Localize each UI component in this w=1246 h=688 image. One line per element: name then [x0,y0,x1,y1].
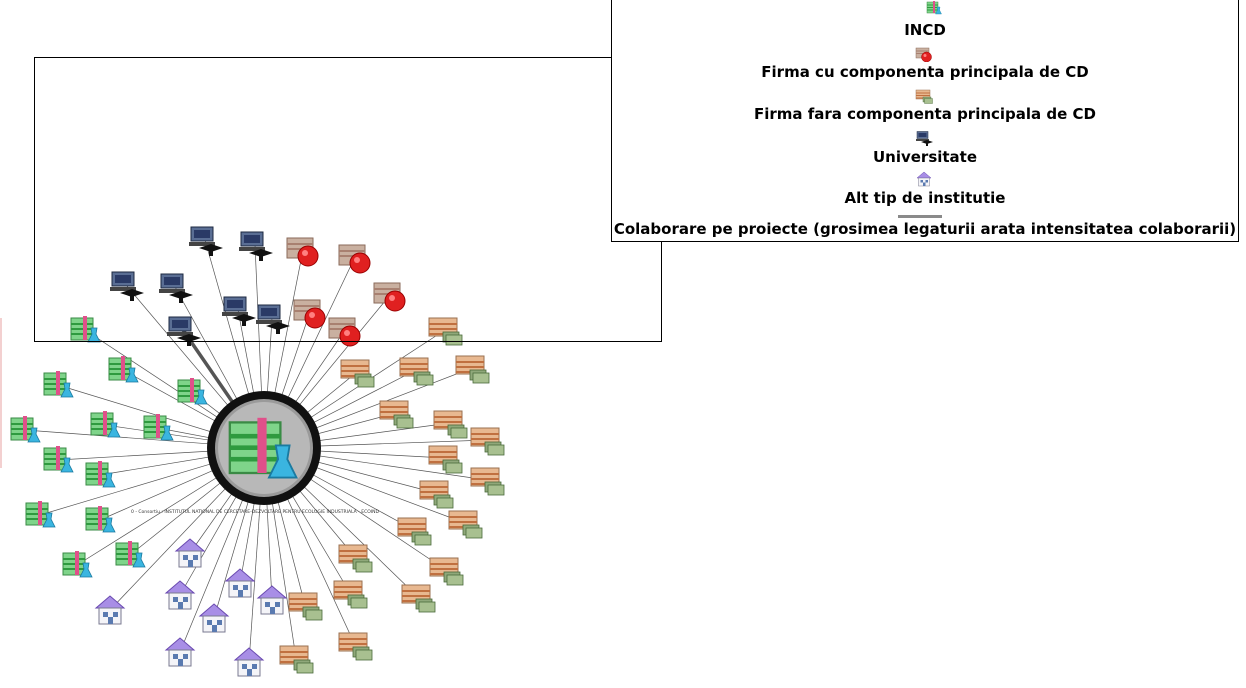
money-firm-icon[interactable] [338,632,373,661]
incd-building-icon[interactable] [25,500,56,528]
university-computer-icon[interactable] [109,271,145,302]
red-firm-icon[interactable] [286,237,319,267]
money-firm-icon[interactable] [429,557,464,586]
incd-building-icon[interactable] [90,410,121,438]
university-computer-icon[interactable] [238,231,274,262]
legend-label-other: Alt tip de institutie [844,189,1006,207]
purple-house-icon[interactable] [165,637,195,667]
legend-panel: INCD Firma cu componenta principala de C… [611,0,1239,242]
incd-building-icon[interactable] [85,505,116,533]
purple-house-icon[interactable] [95,595,125,625]
incd-building-icon[interactable] [108,355,139,383]
legend-label-university: Universitate [872,148,978,166]
purple-house-icon[interactable] [225,568,255,598]
money-firm-icon[interactable] [340,359,375,388]
university-computer-icon[interactable] [158,273,194,304]
money-firm-icon [915,89,933,104]
money-firm-icon[interactable] [419,480,454,509]
purple-house-icon[interactable] [175,538,205,568]
incd-building-icon[interactable] [70,315,101,343]
money-firm-icon[interactable] [470,427,505,456]
incd-building-icon[interactable] [85,460,116,488]
money-firm-icon[interactable] [428,445,463,474]
money-firm-icon[interactable] [433,410,468,439]
purple-house-icon[interactable] [234,647,264,677]
purple-house-icon[interactable] [199,603,229,633]
money-firm-icon[interactable] [399,357,434,386]
incd-building-icon[interactable] [10,415,41,443]
incd-building-icon[interactable] [62,550,93,578]
money-firm-icon[interactable] [448,510,483,539]
red-firm-icon[interactable] [338,244,371,274]
incd-building-icon[interactable] [43,370,74,398]
incd-building-icon[interactable] [43,445,74,473]
money-firm-icon[interactable] [288,592,323,621]
purple-house-icon[interactable] [165,580,195,610]
red-firm-icon[interactable] [328,317,361,347]
legend-label-firm-non-cd: Firma fara componenta principala de CD [754,105,1096,123]
red-firm-icon[interactable] [293,299,326,329]
incd-building-icon[interactable] [115,540,146,568]
money-firm-icon[interactable] [470,467,505,496]
center-node-label: 0 - Consortiu : INSTITUTUL NATIONAL DE C… [131,509,379,515]
money-firm-icon[interactable] [455,355,490,384]
money-firm-icon[interactable] [428,317,463,346]
red-firm-icon[interactable] [373,282,406,312]
money-firm-icon[interactable] [401,584,436,613]
university-computer-icon[interactable] [255,304,291,335]
left-edge-mark [0,318,2,468]
purple-house-icon[interactable] [257,585,287,615]
money-firm-icon[interactable] [338,544,373,573]
legend-label-firm-cd: Firma cu componenta principala de CD [761,63,1089,81]
university-computer-icon[interactable] [166,316,202,347]
money-firm-icon[interactable] [279,645,314,674]
purple-house-icon [916,171,932,187]
incd-building-icon [926,0,942,15]
university-computer-icon[interactable] [188,226,224,257]
edge-swatch [898,215,942,218]
legend-label-edge: Colaborare pe proiecte (grosimea legatur… [613,220,1237,238]
university-computer-icon[interactable] [221,296,257,327]
money-firm-icon[interactable] [333,580,368,609]
incd-building-icon[interactable] [143,413,174,441]
legend-label-incd: INCD [904,21,946,39]
center-node[interactable] [207,391,321,505]
university-computer-icon [915,131,934,146]
red-firm-icon [915,47,932,62]
incd-building-icon[interactable] [177,377,208,405]
money-firm-icon[interactable] [379,400,414,429]
